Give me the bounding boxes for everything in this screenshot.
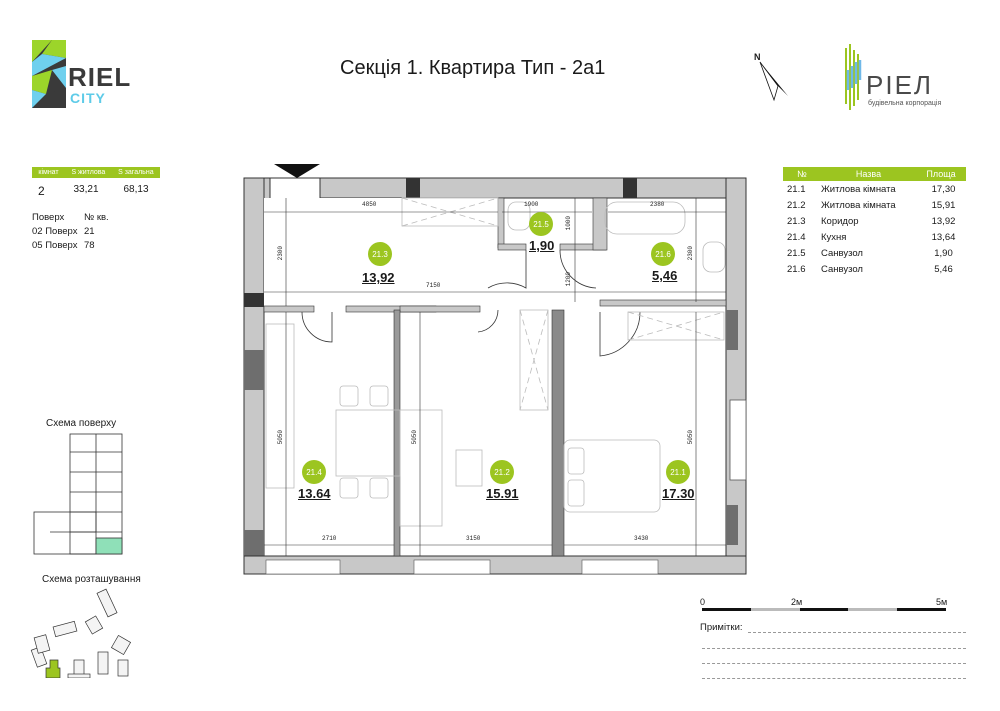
table-row: 21.6 Санвузол 5,46: [783, 261, 966, 277]
dim-corridor-height: 2300: [277, 246, 284, 261]
dim-bath-height: 2300: [687, 246, 694, 261]
notes-line: [748, 632, 966, 633]
dim-living-width: 3150: [466, 535, 481, 542]
apt-value: 21: [84, 226, 95, 237]
notes-label: Примітки:: [700, 622, 743, 633]
dim-kitchen-width: 2710: [322, 535, 337, 542]
brand-right-name: РІЕЛ: [866, 70, 933, 100]
dim-living-height: 5050: [411, 430, 418, 445]
floor-value: 02 Поверх: [32, 226, 78, 237]
col-area: Площа: [926, 169, 956, 179]
floor-info: Поверх № кв. 02 Поверх 21 05 Поверх 78: [32, 211, 109, 253]
summary-total-value: 68,13: [123, 184, 149, 195]
room-area-wc: 1,90: [529, 238, 555, 253]
dim-bedroom-height: 5050: [687, 430, 694, 445]
dim-corridor-top: 4850: [362, 201, 377, 208]
dim-wc-door: 1200: [565, 272, 572, 287]
room-area-corridor: 13,92: [362, 270, 395, 285]
summary-header-living: S житлова: [71, 169, 106, 176]
floor-plan-drawing: [243, 164, 747, 575]
room-id: 21.4: [787, 231, 806, 243]
riel-city-logo-icon: [32, 40, 66, 108]
room-area: 17,30: [931, 183, 956, 195]
room-badge-wc: 21.5: [529, 212, 553, 236]
room-area: 13,64: [931, 231, 956, 243]
floor-plan: 4850 7150 2300 1900 1000 1200 2380 2300 …: [240, 160, 760, 580]
piel-logo-icon: [845, 44, 862, 110]
room-badge-corridor: 21.3: [368, 242, 392, 266]
floor-scheme-title: Схема поверху: [46, 418, 117, 429]
table-row: 21.3 Коридор 13,92: [783, 213, 966, 229]
notes-line: [702, 648, 966, 649]
floor-header: Поверх: [32, 212, 65, 223]
scale-label-2m: 2м: [791, 597, 803, 607]
room-badge-kitchen: 21.4: [302, 460, 326, 484]
rooms-table-header: № Назва Площа: [783, 167, 966, 181]
scale-label-5m: 5м: [936, 597, 948, 607]
summary-living-value: 33,21: [73, 184, 99, 195]
room-id: 21.6: [787, 263, 806, 275]
scale-label-0: 0: [700, 597, 706, 607]
notes-line: [702, 678, 966, 679]
floor-scheme-diagram: [33, 433, 123, 555]
floor-row: 05 Поверх 78: [32, 239, 109, 253]
page-title: Секція 1. Квартира Тип - 2а1: [340, 57, 606, 79]
room-id: 21.2: [787, 199, 806, 211]
apt-header: № кв.: [84, 212, 109, 223]
col-number: №: [797, 169, 807, 179]
scale-bar: [702, 608, 946, 611]
dim-bath-width: 2380: [650, 201, 665, 208]
brand-left-sub: CITY: [70, 90, 106, 106]
dim-wc-width: 1900: [524, 201, 539, 208]
dim-corridor-full: 7150: [426, 282, 441, 289]
table-row: 21.2 Житлова кімната 15,91: [783, 197, 966, 213]
room-area: 15,91: [931, 199, 956, 211]
room-name: Житлова кімната: [821, 199, 896, 211]
apartment-summary: кімнат S житлова S загальна 2 33,21 68,1…: [32, 167, 160, 198]
room-id: 21.3: [787, 215, 806, 227]
floor-header-row: Поверх № кв.: [32, 211, 109, 225]
room-id: 21.1: [787, 183, 806, 195]
room-badge-bath: 21.6: [651, 242, 675, 266]
compass-north-label: N: [754, 52, 761, 62]
room-name: Коридор: [821, 215, 859, 227]
room-name: Санвузол: [821, 263, 863, 275]
room-name: Санвузол: [821, 247, 863, 259]
summary-header: кімнат S житлова S загальна: [32, 167, 160, 178]
brand-right-sub: будівельна корпорація: [868, 100, 942, 107]
dim-bedroom-width: 3430: [634, 535, 649, 542]
summary-values: 2 33,21 68,13: [32, 184, 160, 198]
table-row: 21.4 Кухня 13,64: [783, 229, 966, 245]
table-row: 21.1 Житлова кімната 17,30: [783, 181, 966, 197]
floor-row: 02 Поверх 21: [32, 225, 109, 239]
room-area: 5,46: [934, 263, 953, 275]
table-row: 21.5 Санвузол 1,90: [783, 245, 966, 261]
room-area-bath: 5,46: [652, 268, 678, 283]
room-area-kitchen: 13.64: [298, 486, 331, 501]
summary-header-rooms: кімнат: [38, 169, 59, 176]
room-badge-living: 21.2: [490, 460, 514, 484]
room-name: Кухня: [821, 231, 847, 243]
location-scheme-diagram: [30, 588, 132, 678]
dim-kitchen-height: 5050: [277, 430, 284, 445]
compass-arrow-icon: [759, 61, 788, 102]
room-area: 13,92: [931, 215, 956, 227]
brand-left-name: RIEL: [68, 62, 132, 92]
room-area: 1,90: [934, 247, 953, 259]
summary-header-total: S загальна: [118, 169, 154, 176]
summary-rooms-value: 2: [38, 184, 45, 198]
room-badge-bedroom: 21.1: [666, 460, 690, 484]
location-scheme-title: Схема розташування: [42, 574, 141, 585]
col-name: Назва: [855, 169, 882, 179]
room-area-bedroom: 17.30: [662, 486, 695, 501]
dim-wc-height: 1000: [565, 216, 572, 231]
floor-value: 05 Поверх: [32, 240, 78, 251]
notes-line: [702, 663, 966, 664]
room-id: 21.5: [787, 247, 806, 259]
room-name: Житлова кімната: [821, 183, 896, 195]
room-area-living: 15.91: [486, 486, 519, 501]
apt-value: 78: [84, 240, 95, 251]
